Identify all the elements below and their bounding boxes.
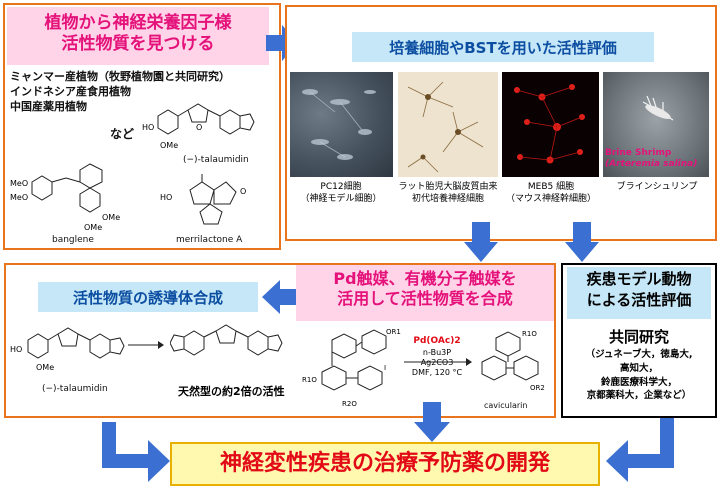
final-goal-box: 神経変性疾患の治療予防薬の開発 bbox=[170, 442, 600, 486]
animal-title-line1: 疾患モデル動物 bbox=[586, 270, 692, 288]
down-arrow-icon bbox=[414, 402, 450, 442]
meb5-cells-icon bbox=[514, 84, 585, 164]
r1o-label: R1O bbox=[302, 376, 317, 384]
down-arrow-icon bbox=[565, 222, 599, 262]
partner-line: 高知大， bbox=[619, 362, 658, 374]
pc12-caption: PC12細胞 （神経モデル細胞） bbox=[285, 182, 397, 205]
base-label: Ag2CO3 bbox=[420, 358, 454, 368]
left-arrow-icon bbox=[262, 280, 296, 314]
neuron-cells-icon bbox=[407, 81, 484, 173]
source-item: ミャンマー産植物（牧野植物園と共同研究） bbox=[10, 70, 230, 83]
source-list: ミャンマー産植物（牧野植物園と共同研究） インドネシア産食用植物 中国産薬用植物 bbox=[10, 70, 280, 115]
catalyst-title-line2: 活用して活性物質を合成 bbox=[337, 289, 513, 308]
talaumidin-structure: HO OMe O bbox=[142, 103, 255, 150]
catalyst-title: Pd触媒、有機分子触媒を 活用して活性物質を合成 bbox=[296, 265, 554, 321]
animal-title-line2: による活性評価 bbox=[586, 291, 692, 309]
or2-label: OR2 bbox=[530, 384, 545, 392]
brine-shrimp-photo bbox=[603, 72, 709, 177]
neuron-caption: ラット胎児大脳皮質由来 初代培養神経細胞 bbox=[390, 182, 506, 205]
brine-caption: ブラインシュリンプ bbox=[603, 182, 711, 194]
ho-label: HO bbox=[10, 345, 22, 354]
conditions-label: DMF, 120 °C bbox=[411, 368, 463, 378]
r1o-label: R1O bbox=[522, 330, 537, 338]
molecule-label-talaumidin: (−)-talaumidin bbox=[183, 155, 249, 165]
reaction-arrow-icon bbox=[128, 341, 164, 349]
caption-line: 初代培養神経細胞 bbox=[411, 193, 484, 204]
partner-line: 京都薬科大，企業など） bbox=[586, 390, 692, 402]
activity-note: 天然型の約2倍の活性 bbox=[178, 385, 285, 398]
catalyst-label: Pd(OAc)2 bbox=[413, 336, 461, 346]
goal-title: 植物から神経栄養因子様 活性物質を見つける bbox=[7, 7, 269, 65]
collab-title: 共同研究 bbox=[608, 328, 669, 346]
meb5-caption: MEB5 細胞 （マウス神経幹細胞） bbox=[497, 182, 605, 205]
molecule-label-banglene: banglene bbox=[52, 235, 94, 245]
catalyst-title-line1: Pd触媒、有機分子触媒を bbox=[333, 269, 517, 288]
reaction-arrow-icon bbox=[404, 358, 472, 366]
ome-label: OMe bbox=[160, 141, 178, 150]
o-label: O bbox=[240, 187, 246, 196]
reaction-conditions: Pd(OAc)2 n-Bu3P Ag2CO3 DMF, 120 °C bbox=[402, 336, 472, 379]
derivative-structure bbox=[170, 324, 283, 356]
derivative-title: 活性物質の誘導体合成 bbox=[38, 282, 258, 312]
caption-line: （マウス神経幹細胞） bbox=[505, 193, 596, 204]
partner-line: （ジュネーブ大，徳島大, bbox=[585, 349, 693, 360]
down-arrow-icon bbox=[464, 222, 498, 262]
cavicularin-precursor-structure: OR1 R1O R2O I bbox=[302, 328, 401, 408]
meb5-cell-photo bbox=[502, 72, 599, 177]
animal-model-title: 疾患モデル動物 による活性評価 bbox=[567, 267, 711, 319]
brine-shrimp-label: Brine Shrimp (Arteremia salina) bbox=[605, 148, 711, 170]
r2o-label: R2O bbox=[342, 400, 357, 408]
ho-label: HO bbox=[160, 193, 172, 202]
talaumidin-scheme: HO OMe bbox=[10, 327, 125, 372]
pc12-cell-photo bbox=[290, 72, 393, 177]
source-item: インドネシア産食用植物 bbox=[10, 84, 131, 98]
ome-label: OMe bbox=[36, 363, 54, 372]
evaluation-title: 培養細胞やBSTを用いた活性評価 bbox=[352, 32, 654, 62]
neuron-culture-photo bbox=[398, 72, 498, 177]
cavicularin-label: cavicularin bbox=[484, 401, 528, 410]
caption-line: PC12細胞 bbox=[320, 182, 362, 192]
caption-line: （神経モデル細胞） bbox=[300, 193, 382, 204]
source-item: 中国産薬用植物 bbox=[10, 99, 87, 113]
caption-line: MEB5 細胞 bbox=[527, 182, 575, 192]
cavicularin-structure: R1O OR2 bbox=[481, 330, 545, 392]
caption-line: ラット胎児大脳皮質由来 bbox=[398, 182, 498, 192]
ho-label: HO bbox=[142, 123, 154, 132]
meo-label: MeO bbox=[10, 179, 28, 188]
ligand-label: n-Bu3P bbox=[422, 347, 452, 357]
ome-label: OMe bbox=[84, 223, 102, 232]
brine-label-line1: Brine Shrimp bbox=[605, 148, 672, 158]
banglene-structure: MeO MeO OMe OMe bbox=[10, 163, 120, 232]
iodine-label: I bbox=[384, 364, 386, 372]
pc12-cells-icon bbox=[302, 89, 376, 160]
goal-title-line1: 植物から神経栄養因子様 bbox=[44, 13, 232, 33]
brine-shrimp-icon bbox=[642, 95, 674, 121]
source-etc: など bbox=[110, 127, 135, 141]
merrilactone-structure: HO O bbox=[160, 174, 246, 225]
bent-arrow-right-icon bbox=[606, 418, 674, 482]
scheme-talaumidin-label: (−)-talaumidin bbox=[42, 384, 108, 394]
goal-title-line2: 活性物質を見つける bbox=[61, 34, 215, 55]
collab-partners: （ジュネーブ大，徳島大, 高知大， 鈴鹿医療科学大， 京都薬科大，企業など） bbox=[563, 348, 715, 403]
ome-label: OMe bbox=[102, 213, 120, 222]
brine-label-line2: (Arteremia salina) bbox=[605, 158, 698, 169]
caption-line: ブラインシュリンプ bbox=[616, 182, 698, 192]
bent-arrow-left-icon bbox=[102, 422, 170, 482]
meo-label: MeO bbox=[10, 193, 28, 202]
molecule-label-merrilactone: merrilactone A bbox=[176, 235, 243, 245]
partner-line: 鈴鹿医療科学大， bbox=[600, 376, 677, 388]
o-label: O bbox=[196, 123, 202, 132]
or1-label: OR1 bbox=[386, 328, 401, 336]
